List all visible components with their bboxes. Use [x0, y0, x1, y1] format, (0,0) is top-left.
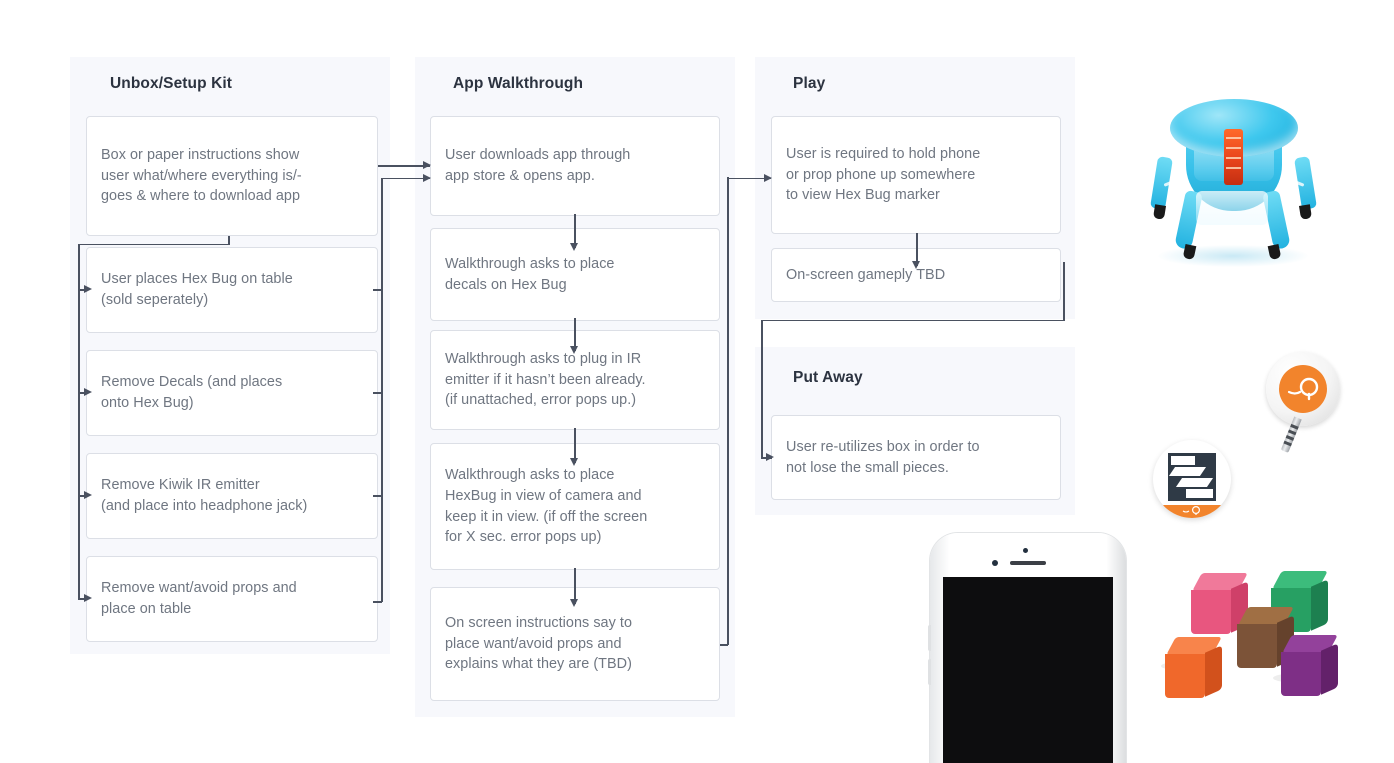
phone-shell: [928, 533, 1126, 763]
connector-app3-to-app4: [574, 428, 576, 463]
connector-bus-to-unbox5: [78, 598, 86, 600]
white-iphone-image: [928, 533, 1130, 763]
arrowhead-app1-upper: [423, 160, 431, 169]
node-app-1[interactable]: User downloads app through app store & o…: [430, 116, 720, 216]
connector-play2-to-putaway-v1: [1063, 262, 1065, 320]
heading-unbox: Unbox/Setup Kit: [110, 75, 233, 92]
node-unbox-2[interactable]: User places Hex Bug on table (sold seper…: [86, 247, 378, 333]
arrowhead-app3: [570, 346, 578, 354]
node-text: User places Hex Bug on table (sold seper…: [101, 271, 293, 308]
node-play-2[interactable]: On-screen gameply TBD: [771, 248, 1061, 302]
arrowhead-play2: [912, 261, 920, 269]
connector-unbox1-to-bus: [78, 243, 229, 246]
kiwik-logo-icon: [1287, 377, 1319, 401]
connector-play-entry: [727, 177, 771, 180]
node-unbox-5[interactable]: Remove want/avoid props and place on tab…: [86, 556, 378, 642]
want-avoid-prop-cubes-image: [1155, 565, 1355, 720]
arrowhead-app2: [570, 243, 578, 251]
connector-play2-to-putaway-h1: [761, 319, 1065, 322]
heading-play: Play: [793, 75, 826, 92]
phone-volume-button-2: [928, 659, 931, 685]
hex-bug-gearbox: [1196, 191, 1268, 225]
arrowhead-app1-lower: [423, 173, 431, 182]
arrowhead-app5: [570, 599, 578, 607]
z-mark: [1168, 453, 1216, 501]
z-disc-mini-logo-icon: [1182, 505, 1201, 515]
node-unbox-1[interactable]: Box or paper instructions show user what…: [86, 116, 378, 236]
node-text: Walkthrough asks to plug in IR emitter i…: [445, 350, 646, 409]
connector-bus-to-unbox4: [78, 495, 86, 497]
heading-put-away: Put Away: [793, 369, 863, 386]
kiwik-ir-emitter-image: [1266, 352, 1376, 472]
connector-right-bus-top: [381, 177, 430, 180]
connector-app4-to-app5: [574, 568, 576, 604]
connector-play2-to-putaway-v2: [761, 319, 763, 458]
arrowhead-unbox2: [84, 284, 92, 293]
hex-bug-foot-back-right: [1298, 204, 1313, 220]
connector-app2-to-app3: [574, 318, 576, 351]
phone-ambient-sensor: [1023, 548, 1028, 553]
connector-app1-to-app2: [574, 214, 576, 248]
node-text: User re-utilizes box in order to not los…: [786, 438, 980, 476]
node-play-1[interactable]: User is required to hold phone or prop p…: [771, 116, 1061, 234]
hex-bug-circuit: [1224, 129, 1243, 185]
node-text: User downloads app through app store & o…: [445, 147, 631, 184]
z-logo-disc-image: [1153, 440, 1233, 520]
kiwik-headphone-plug: [1280, 416, 1302, 453]
phone-front-camera: [992, 560, 998, 566]
node-unbox-4[interactable]: Remove Kiwik IR emitter (and place into …: [86, 453, 378, 539]
heading-app-walkthrough: App Walkthrough: [453, 75, 584, 92]
connector-app5-to-play-v: [727, 177, 729, 645]
hex-bug-foot-back-left: [1152, 204, 1167, 220]
arrowhead-unbox5: [84, 593, 92, 602]
connector-play1-to-play2: [916, 233, 918, 266]
connector-right-bus: [381, 178, 383, 602]
z-disc-orange-base: [1153, 505, 1231, 518]
node-text: Walkthrough asks to place decals on Hex …: [445, 255, 615, 293]
phone-volume-button: [928, 625, 931, 651]
arrowhead-app4: [570, 458, 578, 466]
hex-bug-shadow: [1158, 245, 1308, 267]
node-text: Remove Decals (and places onto Hex Bug): [101, 374, 283, 411]
connector-unbox3-to-bus: [373, 392, 382, 394]
node-text: Walkthrough asks to place HexBug in view…: [445, 467, 648, 546]
connector-unbox2-to-bus: [373, 289, 382, 291]
node-put-away-1[interactable]: User re-utilizes box in order to not los…: [771, 415, 1061, 500]
arrowhead-putaway1: [766, 453, 774, 461]
connector-unbox1-drop: [228, 236, 230, 245]
connector-left-bus: [78, 243, 80, 600]
connector-app5-to-play-h: [720, 644, 728, 646]
z-disc-shell: [1153, 440, 1231, 518]
node-text: On screen instructions say to place want…: [445, 614, 633, 673]
node-text: On-screen gameply TBD: [786, 266, 946, 283]
connector-unbox1-to-app1: [378, 165, 430, 167]
connector-bus-to-unbox3: [78, 392, 86, 394]
node-text: Remove Kiwik IR emitter (and place into …: [101, 477, 308, 514]
connector-bus-to-unbox2: [78, 289, 86, 291]
node-text: User is required to hold phone or prop p…: [786, 145, 981, 204]
phone-earpiece-speaker: [1010, 561, 1046, 565]
arrowhead-unbox3: [84, 387, 92, 396]
arrowhead-unbox4: [84, 490, 92, 499]
node-text: Box or paper instructions show user what…: [101, 146, 302, 205]
connector-unbox5-to-bus: [373, 601, 382, 603]
phone-screen: [943, 577, 1113, 763]
connector-unbox4-to-bus: [373, 495, 382, 497]
node-unbox-3[interactable]: Remove Decals (and places onto Hex Bug): [86, 350, 378, 436]
arrowhead-play1: [764, 173, 772, 182]
node-text: Remove want/avoid props and place on tab…: [101, 580, 297, 617]
kiwik-orange-face: [1279, 365, 1327, 413]
hex-bug-robot-image: [1130, 95, 1345, 285]
